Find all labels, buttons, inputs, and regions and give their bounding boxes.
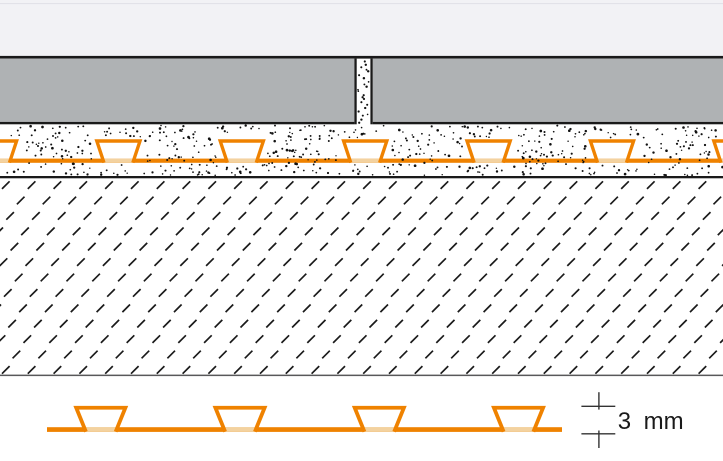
- svg-text:3mm: 3mm: [618, 408, 684, 435]
